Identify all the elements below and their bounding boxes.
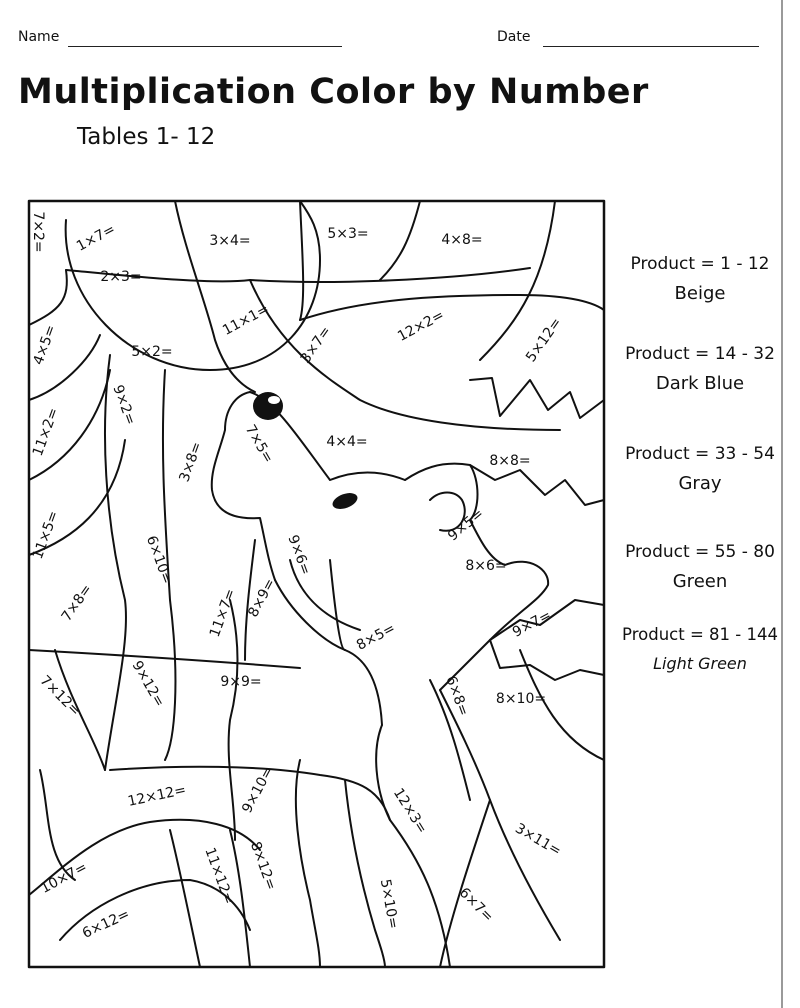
horse-eye [332, 493, 358, 509]
problem-label: 9×10= [239, 764, 277, 816]
key-entry: Product = 1 - 12 Beige [600, 250, 800, 308]
problem-label: 4×5= [30, 323, 59, 367]
horse-muzzle-outline [210, 391, 276, 581]
problem-label: 7×12= [37, 673, 84, 720]
key-range: Product = 1 - 12 [630, 254, 770, 274]
picture-frame [27, 199, 606, 969]
horse-nostril [253, 392, 283, 420]
problem-label: 5×12= [523, 315, 565, 365]
date-label: Date [497, 29, 531, 45]
name-field[interactable] [68, 46, 342, 47]
problem-label: 2×3= [100, 269, 141, 285]
problem-label: 3×8= [176, 440, 205, 484]
problem-label: 11×12= [201, 845, 236, 906]
key-range: Product = 55 - 80 [625, 542, 775, 562]
key-entry: Product = 33 - 54 Gray [600, 440, 800, 498]
problem-label: 6×10= [143, 534, 175, 587]
problem-label: 7×5= [242, 422, 276, 466]
problem-label: 8×5= [354, 620, 398, 654]
problem-label: 7×2= [30, 211, 46, 252]
problem-label: 6×12= [80, 906, 132, 942]
problem-label: 4×4= [326, 434, 367, 450]
key-color: Dark Blue [655, 373, 745, 394]
worksheet-title: Multiplication Color by Number [18, 72, 649, 112]
horse-features [253, 392, 358, 509]
key-range: Product = 81 - 144 [622, 625, 778, 644]
problem-label: 5×3= [327, 226, 368, 242]
problem-label: 7×8= [59, 582, 96, 625]
problem-label: 8×12= [247, 840, 279, 893]
key-color: Gray [678, 473, 722, 494]
key-entry: Product = 55 - 80 Green [600, 538, 800, 596]
page-right-edge [781, 0, 783, 1008]
problem-label: 10×7= [38, 859, 90, 897]
problem-label: 12×2= [395, 307, 447, 345]
problem-label: 3×11= [512, 821, 563, 860]
problem-label: 12×12= [126, 782, 187, 810]
problem-label: 11×2= [30, 406, 62, 459]
problem-label: 9×2= [109, 383, 138, 427]
problem-label: 9×9= [220, 674, 261, 690]
problem-label: 6×7= [456, 885, 497, 926]
problem-label: 9×6= [284, 533, 313, 577]
key-color: Beige [674, 283, 726, 304]
problem-label: 1×7= [74, 221, 118, 255]
coloring-outlines [27, 199, 606, 969]
name-label: Name [18, 29, 60, 45]
problem-label: 3×7= [298, 324, 335, 367]
problem-label: 5×2= [131, 344, 172, 360]
key-entry: Product = 81 - 144 Light Green [600, 620, 800, 678]
key-entry: Product = 14 - 32 Dark Blue [600, 340, 800, 398]
problem-label: 3×4= [209, 233, 250, 249]
key-color: Light Green [653, 654, 747, 673]
key-color: Green [672, 571, 728, 592]
problem-label: 11×7= [207, 587, 239, 640]
problem-label: 9×12= [129, 658, 168, 709]
problem-label: 8×6= [465, 558, 506, 574]
worksheet-subtitle: Tables 1- 12 [77, 124, 216, 150]
problem-label: 8×8= [489, 453, 530, 469]
problem-label: 8×10= [496, 691, 546, 707]
problem-label: 4×8= [441, 232, 482, 248]
date-field[interactable] [543, 46, 759, 47]
moon-outline [64, 200, 321, 371]
key-range: Product = 33 - 54 [625, 444, 775, 464]
problem-label: 9×7= [510, 607, 554, 641]
problem-label: 11×5= [30, 509, 62, 562]
problem-label: 11×1= [220, 301, 272, 339]
key-range: Product = 14 - 32 [625, 344, 775, 364]
problem-label: 5×10= [377, 878, 401, 930]
problem-label: 6×8= [442, 674, 471, 718]
